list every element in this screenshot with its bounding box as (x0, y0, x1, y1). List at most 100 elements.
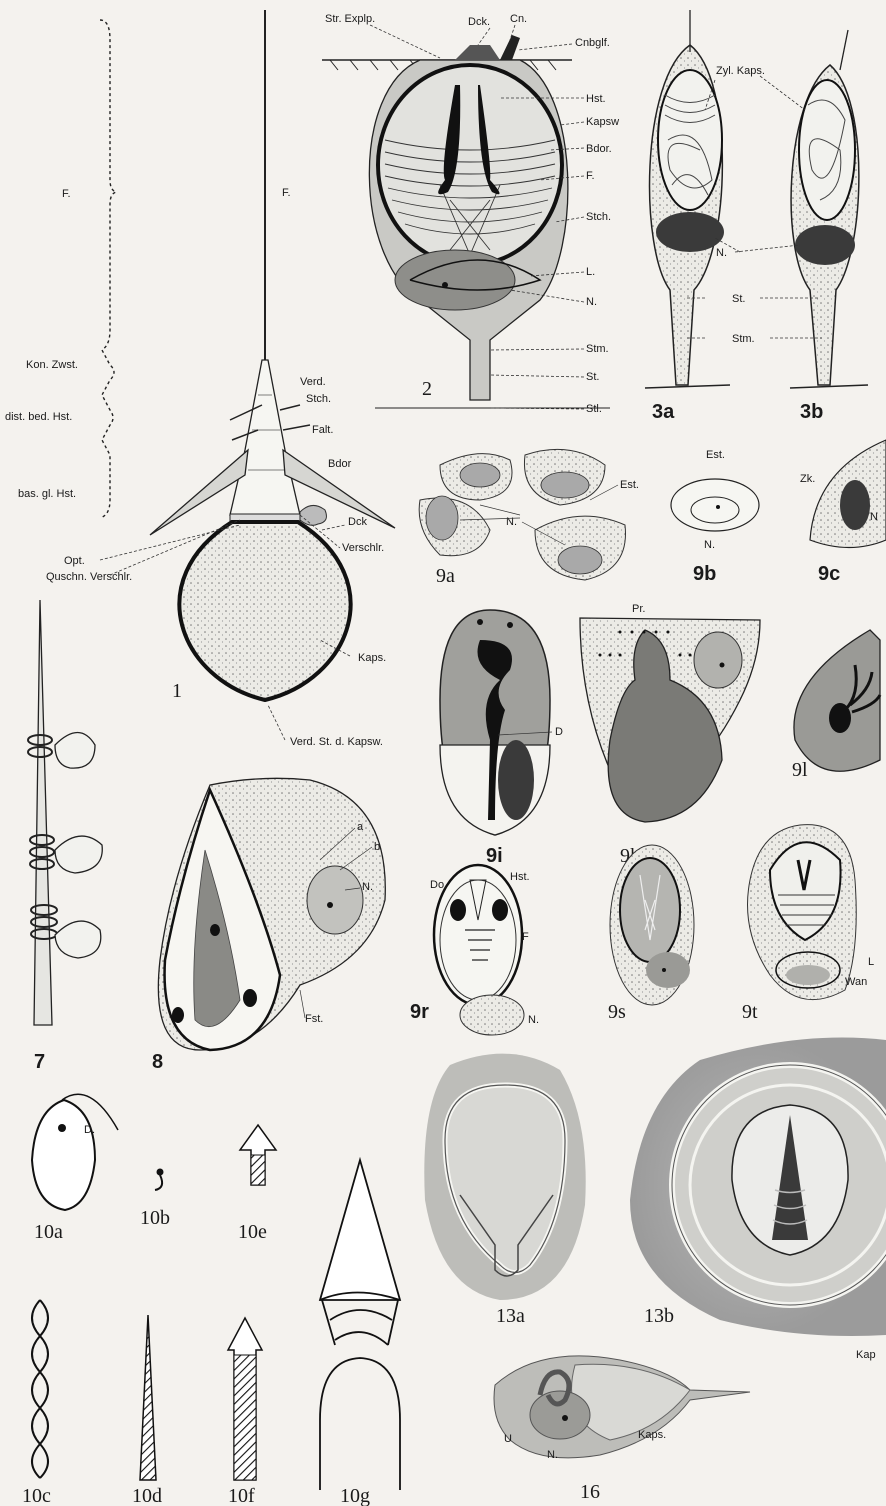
fig1-label-dck: Dck (348, 516, 367, 528)
fig9r-number: 9r (410, 1001, 429, 1023)
fig10b-number: 10b (140, 1207, 170, 1229)
fig9l-number: 9l (792, 759, 808, 781)
fig1-label-quschn: Quschn. Verschlr. (46, 571, 132, 583)
fig1-label-verschlr: Verschlr. (342, 542, 384, 554)
fig9r-label-do: Do. (430, 879, 447, 891)
fig16-label-U: U (504, 1433, 512, 1445)
fig8-label-fst: Fst. (305, 1013, 323, 1025)
fig3b-nucleus (795, 225, 855, 265)
fig9i-number: 9i (486, 845, 503, 867)
fig10a-number: 10a (34, 1221, 63, 1243)
fig1-number: 1 (172, 680, 182, 702)
fig9l-cell (794, 630, 880, 771)
fig16-label-kap-edge: Kap (856, 1349, 876, 1361)
figure-8: a b N. Fst. 8 (152, 778, 385, 1073)
figure-9l: 9l (792, 630, 880, 781)
fig2-label-cn: Cn. (510, 13, 527, 25)
fig3a-nucleus (656, 212, 724, 252)
fig2-label-stl: Stl. (586, 403, 602, 415)
fig9r-label-F: F (522, 931, 529, 943)
fig1-label-falt: Falt. (312, 424, 333, 436)
fig9b-number: 9b (693, 563, 716, 585)
figure-9abc: Est. N. 9a Est. N. 9b Zk. N 9c (419, 440, 886, 587)
fig10a-capsule (32, 1100, 95, 1210)
fig3-label-N: N. (716, 247, 727, 259)
fig16-label-N: N. (547, 1449, 558, 1461)
fig1-label-kon-zwst: Kon. Zwst. (26, 359, 78, 371)
figure-9i: D 9i (440, 610, 563, 867)
fig9r-label-N: N. (528, 1014, 539, 1026)
fig10c-twist (32, 1300, 48, 1478)
fig1-label-stch: Stch. (306, 393, 331, 405)
fig9c-number: 9c (818, 563, 840, 585)
fig9a-label-N: N. (506, 516, 517, 528)
fig2-label-dck: Dck. (468, 16, 490, 28)
fig1-label-F-left: F. (62, 188, 71, 200)
fig3a-number: 3a (652, 401, 675, 423)
fig3-label-zyl-kaps: Zyl. Kaps. (716, 65, 765, 77)
fig9r-label-hst: Hst. (510, 871, 530, 883)
fig1-capsule (179, 522, 350, 700)
figure-9k: Pr. 9k (580, 603, 760, 867)
figure-10: D. 10a 10b 10e 10c 10d 10f 10g (22, 1094, 400, 1506)
fig10f-number: 10f (228, 1485, 255, 1506)
fig1-label-verd-st: Verd. St. d. Kapsw. (290, 736, 383, 748)
fig2-label-stch: Stch. (586, 211, 611, 223)
fig1-label-F: F. (282, 187, 291, 199)
fig9t-label-L: L (868, 956, 874, 968)
figure-9r: Do. Hst. F N. 9r (410, 865, 539, 1035)
fig10g-number: 10g (340, 1485, 370, 1506)
fig8-number: 8 (152, 1051, 163, 1073)
fig9c-label-N: N (870, 511, 878, 523)
fig9r-capsule (434, 865, 522, 1005)
fig10a-label-D: D. (84, 1124, 95, 1136)
figure-16: U N. Kaps. Kap 16 (494, 1349, 876, 1503)
figure-2: Str. Explp. Dck. Cn. Cnbglf. Hst. Kapsw … (322, 13, 619, 415)
fig1-label-opt: Opt. (64, 555, 85, 567)
fig2-label-hst: Hst. (586, 93, 606, 105)
fig2-capsule (378, 65, 562, 265)
fig3-label-st: St. (732, 293, 745, 305)
fig9c-label-zk: Zk. (800, 473, 815, 485)
fig9a-label-est: Est. (620, 479, 639, 491)
fig2-label-F: F. (586, 170, 595, 182)
fig9t-number: 9t (742, 1001, 758, 1023)
fig13a-number: 13a (496, 1305, 525, 1327)
fig10g-spine (320, 1160, 400, 1490)
fig2-label-st: St. (586, 371, 599, 383)
fig1-label-kaps: Kaps. (358, 652, 386, 664)
fig10e-number: 10e (238, 1221, 267, 1243)
fig2-label-stm: Stm. (586, 343, 609, 355)
fig9b-label-est: Est. (706, 449, 725, 461)
fig9i-label-D: D (555, 726, 563, 738)
figure-3: Zyl. Kaps. N. St. Stm. 3a 3b (645, 10, 868, 423)
fig2-label-kapsw: Kapsw (586, 116, 619, 128)
fig2-label-cnbglf: Cnbglf. (575, 37, 610, 49)
fig8-label-N: N. (362, 881, 373, 893)
figure-7: 7 (28, 600, 102, 1073)
figure-13: 13a 13b (424, 1038, 886, 1337)
fig8-label-a: a (357, 821, 364, 833)
fig13b-number: 13b (644, 1305, 674, 1327)
fig8-label-b: b (374, 841, 380, 853)
fig10d-number: 10d (132, 1485, 162, 1506)
fig9b-label-N: N. (704, 539, 715, 551)
fig2-label-N: N. (586, 296, 597, 308)
fig1-label-bas-gl-hst: bas. gl. Hst. (18, 488, 76, 500)
fig2-nucleus (395, 250, 515, 310)
fig1-brace (100, 20, 116, 518)
fig1-label-dist-bed-hst: dist. bed. Hst. (5, 411, 72, 423)
fig9t-label-wan: Wan (845, 976, 867, 988)
fig2-number: 2 (422, 378, 432, 400)
fig2-label-L: L. (586, 266, 595, 278)
figure-1: F. Kon. Zwst. dist. bed. Hst. bas. gl. H… (5, 10, 395, 748)
fig16-label-kaps: Kaps. (638, 1429, 666, 1441)
fig16-capsule (572, 1364, 690, 1440)
fig10d-tube (140, 1315, 156, 1480)
fig10c-number: 10c (22, 1485, 51, 1506)
fig16-number: 16 (580, 1481, 600, 1503)
figure-9s: 9s (608, 845, 694, 1023)
fig9s-number: 9s (608, 1001, 626, 1023)
fig7-number: 7 (34, 1051, 45, 1073)
